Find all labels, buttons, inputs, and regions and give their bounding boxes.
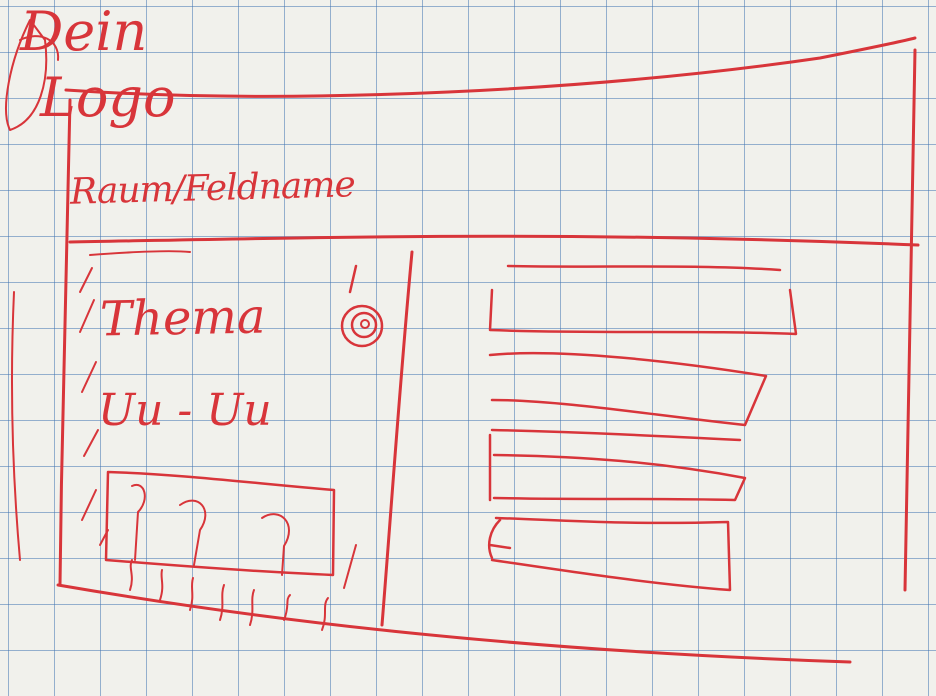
logo-placeholder: Dein Logo: [0, 0, 220, 150]
header-divider: [68, 234, 920, 247]
frame-left-stroke: [11, 291, 21, 561]
agenda-item-3[interactable]: [488, 428, 746, 502]
question-mark-icon: [99, 483, 357, 631]
agenda-list: [488, 264, 798, 592]
logo-text-line2: Logo: [40, 66, 176, 129]
session-time-range: Uu - Uu: [98, 385, 272, 436]
header-divider-accent: [89, 250, 191, 256]
target-icon: [340, 264, 384, 348]
column-divider: [380, 250, 414, 627]
agenda-item-1[interactable]: [488, 286, 798, 338]
room-name-title: Raum/Feldname: [69, 164, 356, 213]
session-topic: Thema: [99, 288, 266, 348]
frame-top-line: [64, 36, 917, 98]
agenda-item-4[interactable]: [488, 514, 734, 594]
frame-right-line: [903, 48, 917, 592]
agenda-item-2[interactable]: [488, 348, 770, 428]
question-box-outline: [104, 470, 336, 577]
sidebar-hatching: [79, 267, 99, 521]
logo-text-line1: Dein: [20, 0, 148, 63]
logo-scribble-icon: [5, 19, 60, 131]
frame-left-line: [58, 98, 72, 587]
session-status-target[interactable]: [336, 296, 392, 352]
frame-bottom-line: [56, 583, 852, 664]
